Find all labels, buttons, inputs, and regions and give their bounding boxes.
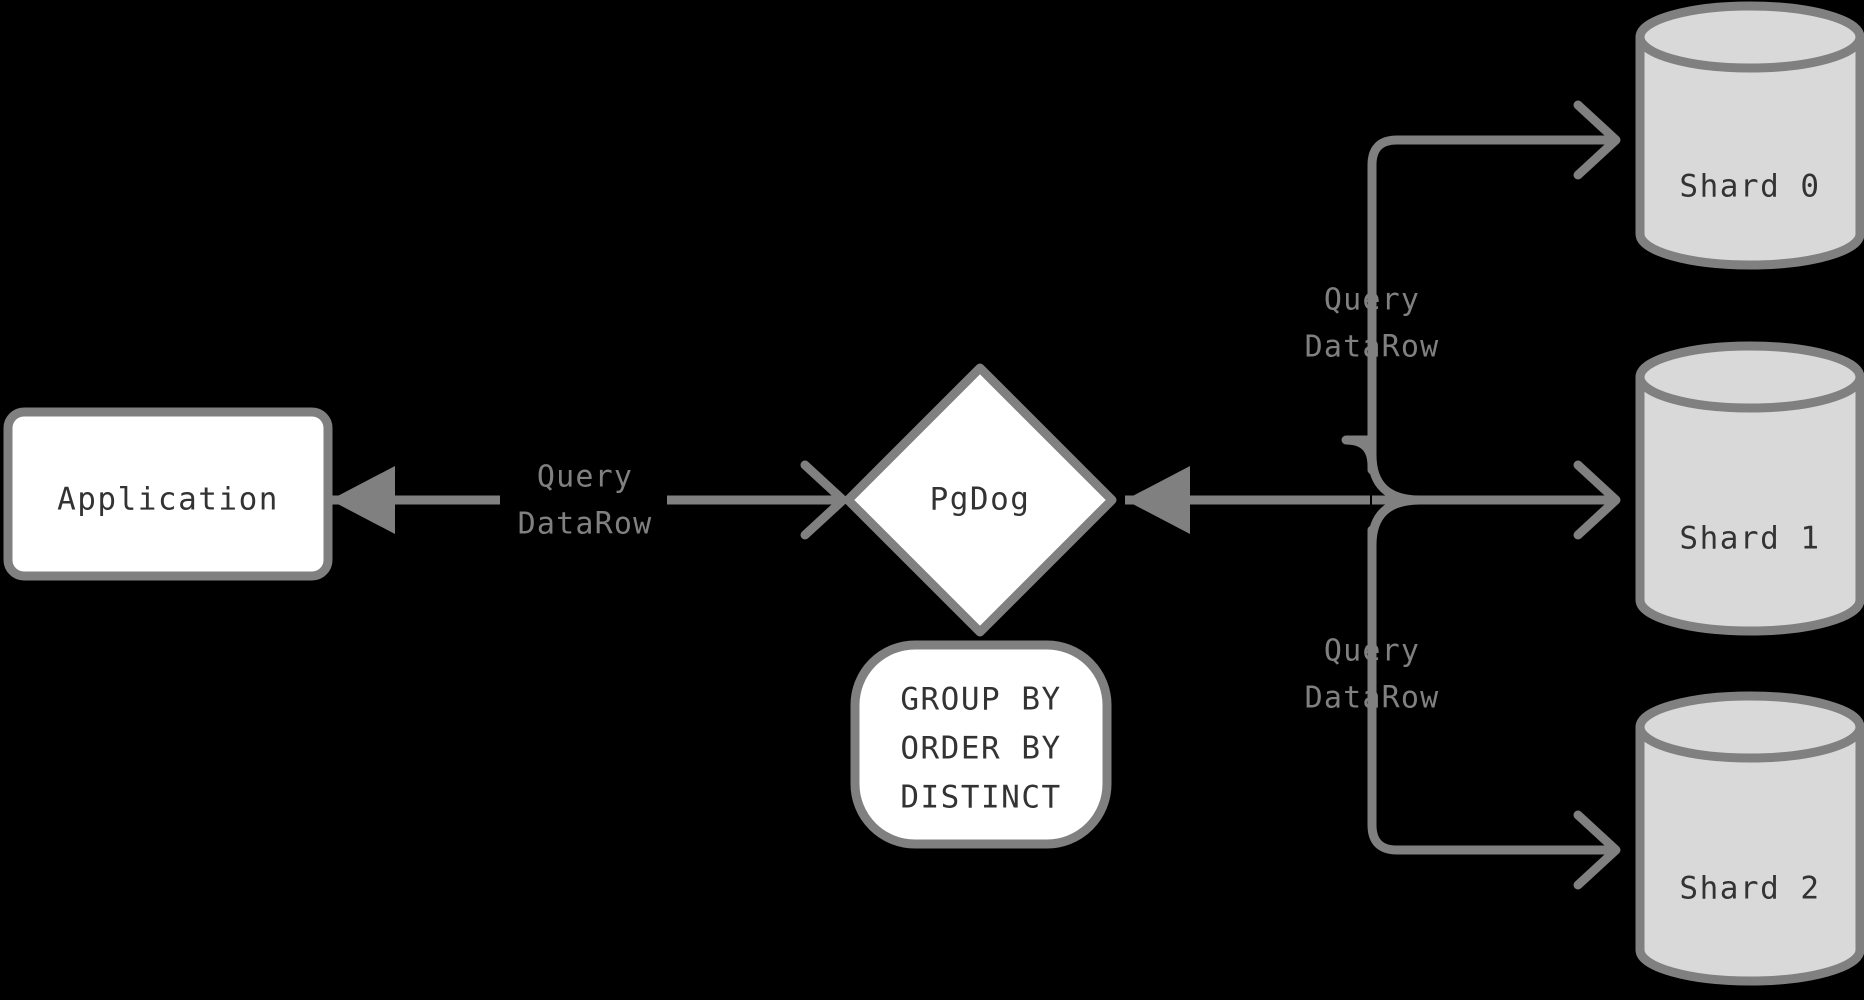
node-pgdog[interactable]: PgDog [843,363,1117,637]
edge-junction-fillets [1367,450,1425,550]
arrowhead-chevron-shard1 [1573,460,1621,540]
arrowhead-solid-left-application [330,466,395,534]
shard0-body-outline [1635,32,1864,270]
application-box-outline [3,407,333,581]
shard2-body-outline [1635,722,1864,986]
edge-label-shard2-line-2: DataRow [1305,681,1440,716]
arrowhead-chevron-right-pgdog [800,460,848,540]
operations-box-outline [850,640,1112,849]
edge-pgdog-to-application [330,466,500,534]
arrowhead-solid-left-pgdog [1125,466,1190,534]
edge-pgdog-to-shard2 [1367,525,1621,890]
arrowhead-chevron-shard0 [1573,100,1621,180]
edge-elbow-shard0 [1367,135,1620,185]
edge-label-app-pgdog-line-2: DataRow [518,507,653,542]
application-label: Application [57,482,279,518]
shard1-label: Shard 1 [1679,521,1820,557]
operations-line-2: ORDER BY [900,731,1061,767]
node-operations[interactable]: GROUP BY ORDER BY DISTINCT [850,640,1112,849]
shard0-top-fill [1640,6,1860,68]
edge-label-pgdog-shard0: Query DataRow [1305,283,1440,365]
edge-application-to-pgdog [667,460,848,540]
shard1-top-outline [1635,341,1864,413]
shard1-body-fill [1640,346,1860,631]
shard2-top-fill [1640,696,1860,758]
shard1-top-fill [1640,346,1860,408]
operations-line-3: DISTINCT [900,780,1061,816]
edge-elbow-shard2 [1367,725,1620,855]
application-box-fill [8,412,328,576]
pgdog-label: PgDog [930,482,1031,518]
edge-label-shard0-line-1: Query [1324,283,1420,318]
shard2-body-fill [1640,696,1860,981]
shard1-body-outline [1635,372,1864,636]
node-shard1[interactable]: Shard 1 [1635,341,1864,636]
edge-shards-to-pgdog [1125,466,1370,534]
shard0-body-fill [1640,6,1860,265]
node-shard0[interactable]: Shard 0 [1635,1,1864,270]
shard0-top-outline [1635,1,1864,73]
edge-label-app-pgdog: Query DataRow [518,460,653,542]
edge-label-shard2-line-1: Query [1324,634,1420,669]
node-application[interactable]: Application [3,407,333,581]
junction-fillet-lower [1367,495,1425,550]
operations-line-1: GROUP BY [900,682,1061,718]
operations-box-fill [855,645,1107,844]
edge-label-app-pgdog-line-1: Query [537,460,633,495]
shard2-label: Shard 2 [1679,871,1820,907]
shard2-top-outline [1635,691,1864,763]
shard0-label: Shard 0 [1679,169,1820,205]
arrowhead-chevron-shard2 [1573,810,1621,890]
edge-label-shard0-line-2: DataRow [1305,330,1440,365]
junction-fillet-upper [1367,450,1425,505]
node-shard2[interactable]: Shard 2 [1635,691,1864,986]
edge-label-pgdog-shard2: Query DataRow [1305,634,1440,716]
pgdog-diamond-outline [843,363,1117,637]
